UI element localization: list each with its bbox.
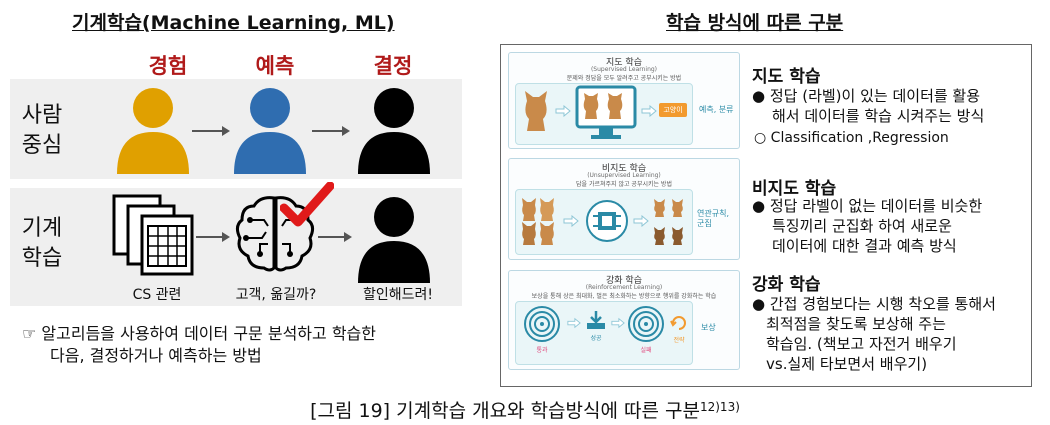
maze-icon xyxy=(524,306,560,342)
reinforcement-bullet-1: ● 간접 경험보다는 시행 착오를 통해서 xyxy=(752,295,996,313)
unsupervised-bullet-1: ● 정답 라벨이 없는 데이터를 비슷한 xyxy=(752,197,983,215)
supervised-sub: ○ Classification ,Regression xyxy=(754,130,949,146)
supervised-bullet-1: ● 정답 (라벨)이 있는 데이터를 활용 xyxy=(752,87,981,105)
heading-supervised: 지도 학습 xyxy=(752,67,821,87)
documents-icon xyxy=(112,194,194,276)
heading-reinforcement: 강화 학습 xyxy=(752,275,821,295)
right-title: 학습 방식에 따른 구분 xyxy=(666,12,844,34)
person-gold-icon xyxy=(117,88,189,174)
figure-caption: [그림 19] 기계학습 개요와 학습방식에 따른 구분12)13) xyxy=(310,400,740,422)
arrow-right-icon xyxy=(312,126,350,136)
download-icon xyxy=(587,311,605,329)
reinforcement-bullet-4: vs.실제 타보면서 배우기) xyxy=(766,355,928,373)
col-head-decision: 결정 xyxy=(373,54,413,78)
learning-types-panel xyxy=(500,44,1032,387)
col-head-prediction: 예측 xyxy=(255,54,295,78)
check-mark-icon xyxy=(280,182,334,227)
arrow-right-icon xyxy=(192,126,230,136)
maze-icon xyxy=(628,306,664,342)
caption-decide: 할인해드려! xyxy=(362,287,433,303)
note-line-2: 다음, 결정하거나 예측하는 방법 xyxy=(50,346,262,365)
unsupervised-thumbnail: 비지도 학습 (Unsupervised Learning) 답을 가르쳐주지 … xyxy=(508,158,740,260)
cycle-icon xyxy=(670,316,686,330)
label-badge: 고양이 xyxy=(659,103,687,117)
arrow-right-icon xyxy=(567,317,581,329)
caption-cs-data: CS 관련 xyxy=(132,287,182,303)
row-label-human: 사람 중심 xyxy=(21,103,63,158)
left-title: 기계학습(Machine Learning, ML) xyxy=(72,12,395,34)
note-line-1: ☞ 알고리듬을 사용하여 데이터 구문 분석하고 학습한 xyxy=(22,324,376,343)
caption-predict: 고객, 옮길까? xyxy=(235,287,317,303)
cat-clusters-icon xyxy=(654,199,683,245)
reinforcement-bullet-2: 최적점을 찾도록 보상해 주는 xyxy=(766,315,946,333)
reinforcement-bullet-3: 학습임. (책보고 자전거 배우기 xyxy=(766,335,957,353)
arrow-right-icon xyxy=(318,232,352,242)
chip-icon xyxy=(586,200,628,242)
arrow-right-icon xyxy=(563,215,579,227)
cat-icon xyxy=(525,91,547,131)
arrow-right-icon xyxy=(633,215,649,227)
unsupervised-bullet-3: 데이터에 대한 결과 예측 방식 xyxy=(772,237,957,255)
arrow-right-icon xyxy=(196,232,230,242)
heading-unsupervised: 비지도 학습 xyxy=(752,179,837,199)
arrow-right-icon xyxy=(555,105,571,117)
monitor-icon xyxy=(575,85,637,139)
cat-group-icon xyxy=(522,198,554,245)
supervised-thumbnail: 지도 학습 (Supervised Learning) 문제와 정답을 모두 알… xyxy=(508,52,740,149)
person-black-icon xyxy=(358,197,430,283)
person-blue-icon xyxy=(234,88,306,174)
unsupervised-bullet-2: 특징끼리 군집화 하여 새로운 xyxy=(772,217,952,235)
arrow-right-icon xyxy=(611,317,625,329)
footnote-refs: 12)13) xyxy=(699,400,740,414)
row-label-machine: 기계 학습 xyxy=(21,216,63,271)
reinforcement-thumbnail: 강화 학습 (Reinforcement Learning) 보상을 통해 상은… xyxy=(508,270,740,370)
arrow-right-icon xyxy=(641,105,657,117)
supervised-bullet-2: 해서 데이터를 학습 시켜주는 방식 xyxy=(772,107,985,125)
col-head-experience: 경험 xyxy=(148,54,188,78)
person-black-icon xyxy=(358,88,430,174)
